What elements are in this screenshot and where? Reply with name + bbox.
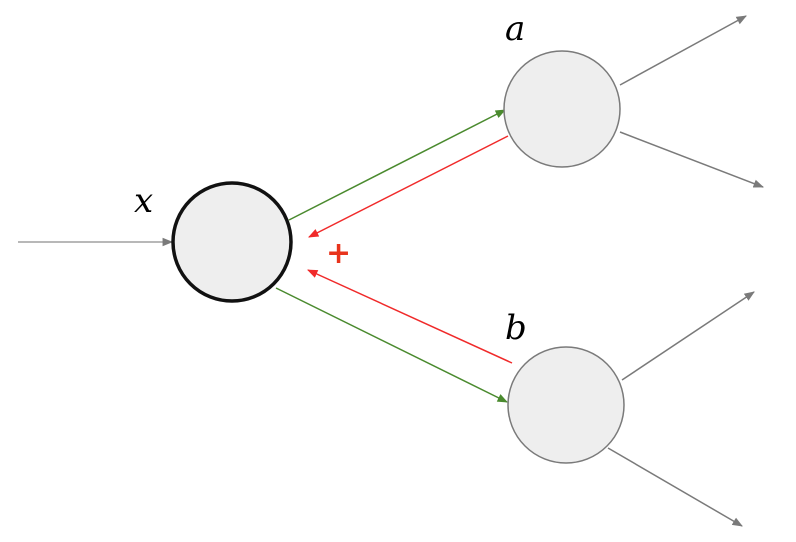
node-a — [503, 50, 621, 168]
output-edge-a-lower — [619, 131, 764, 188]
backward-edge-b-to-x — [307, 269, 513, 364]
output-edge-a-upper — [619, 15, 747, 86]
output-edge-b-upper — [621, 291, 755, 381]
node-x — [171, 181, 293, 303]
node-b — [507, 346, 625, 464]
node-a-label: a — [505, 9, 525, 49]
forward-edge-x-to-b — [275, 287, 508, 403]
forward-edge-x-to-a — [288, 109, 506, 221]
node-b-label: b — [505, 308, 527, 348]
output-edge-b-lower — [607, 447, 743, 527]
sum-operator-label: + — [326, 236, 351, 271]
backward-edge-a-to-x — [308, 135, 509, 238]
node-x-label: x — [134, 181, 153, 221]
